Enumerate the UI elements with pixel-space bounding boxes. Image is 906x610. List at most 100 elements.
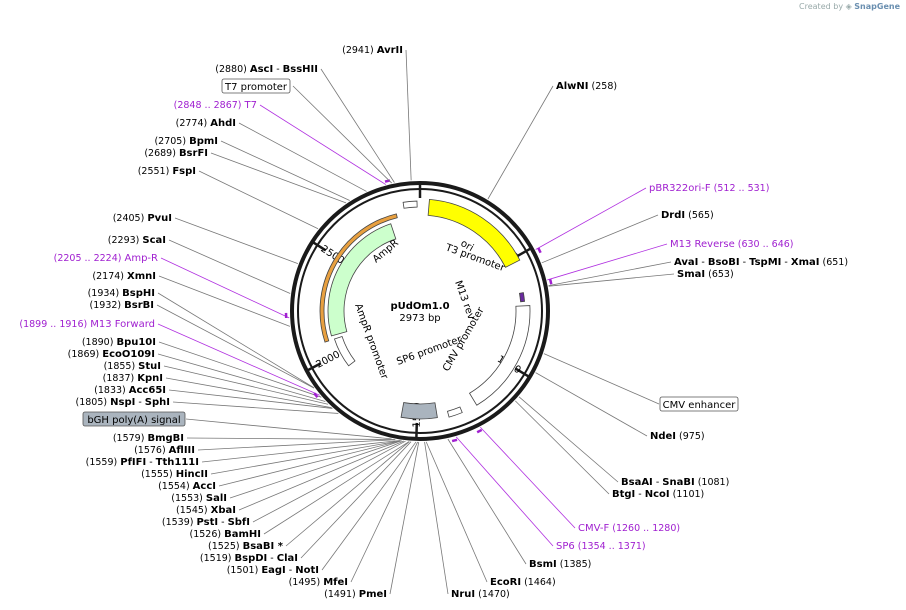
primer-label: SP6 (1354 .. 1371) bbox=[556, 541, 646, 552]
site-label: (2705) BpmI bbox=[154, 136, 218, 147]
site-label: (1833) Acc65I bbox=[94, 385, 166, 396]
ampr-outline-arc bbox=[319, 213, 398, 343]
site-label: (1554) AccI bbox=[158, 481, 216, 492]
credit-brand: SnapGene bbox=[854, 2, 900, 11]
lead-line bbox=[160, 257, 290, 319]
lead-line bbox=[174, 217, 299, 264]
cmv-enhancer-box bbox=[659, 396, 739, 412]
tick-mark bbox=[311, 240, 327, 252]
snapgene-credit: Created by ◈ SnapGene bbox=[799, 2, 900, 11]
site-label: (1525) BsaBI * bbox=[208, 541, 284, 552]
lead-line bbox=[350, 441, 419, 583]
lead-line bbox=[515, 400, 610, 495]
lead-line bbox=[165, 377, 332, 409]
m13rev-mark bbox=[518, 292, 525, 303]
site-label: (1890) Bpu10I bbox=[82, 337, 156, 348]
primer-mark bbox=[537, 247, 542, 254]
lead-line bbox=[259, 104, 387, 185]
lead-line bbox=[425, 441, 488, 583]
lead-line bbox=[543, 353, 660, 405]
ori-arrow bbox=[427, 198, 521, 268]
site-label: (1555) HincII bbox=[141, 469, 208, 480]
lead-line bbox=[172, 401, 339, 414]
primer-mark bbox=[476, 428, 483, 434]
ampr-arrow bbox=[327, 223, 397, 337]
lead-line bbox=[157, 323, 320, 396]
bgh-polya-arc bbox=[400, 402, 438, 420]
site-label: NruI (1470) bbox=[451, 589, 510, 600]
plasmid-size: 2973 bp bbox=[399, 313, 440, 324]
site-label: (1553) SalI bbox=[171, 493, 227, 504]
lead-line bbox=[157, 353, 326, 402]
primer-label: (2205 .. 2224) Amp-R bbox=[54, 253, 158, 264]
site-label: (1501) EagI - NotI bbox=[227, 565, 319, 576]
lead-line bbox=[300, 441, 412, 559]
lead-line bbox=[320, 68, 395, 183]
feature-arrows bbox=[319, 198, 531, 420]
site-label: (2941) AvrII bbox=[342, 45, 403, 56]
lead-line bbox=[186, 437, 395, 440]
lead-line bbox=[321, 441, 417, 571]
primer-label: CMV-F (1260 .. 1280) bbox=[578, 523, 680, 534]
site-label: EcoRI (1464) bbox=[490, 577, 556, 588]
lead-line bbox=[158, 341, 322, 398]
site-label: (1934) BspHI bbox=[88, 288, 155, 299]
primer-mark bbox=[313, 392, 319, 399]
lead-line bbox=[389, 441, 420, 595]
site-labels: (2941) AvrII(2880) AscI - BssHII(2774) A… bbox=[19, 45, 848, 600]
site-label: (1519) BspDI - ClaI bbox=[200, 553, 298, 564]
site-label: (1869) EcoO109I bbox=[68, 349, 155, 360]
ampr-promoter-arrow bbox=[333, 336, 356, 367]
credit-prefix: Created by bbox=[799, 2, 844, 11]
primer-label: pBR322ori-F (512 .. 531) bbox=[649, 183, 769, 194]
primer-label: M13 Reverse (630 .. 646) bbox=[670, 239, 794, 250]
lead-line bbox=[210, 152, 347, 204]
site-label: (2774) AhdI bbox=[176, 118, 236, 129]
t7-promoter-label: T7 promoter bbox=[224, 82, 288, 93]
lead-line bbox=[201, 440, 401, 463]
bgh-box bbox=[82, 411, 186, 427]
site-label: (2174) XmnI bbox=[92, 271, 156, 282]
snapgene-logo-icon: ◈ bbox=[845, 2, 852, 11]
lead-line bbox=[238, 440, 404, 511]
site-label: (1855) StuI bbox=[104, 361, 161, 372]
cmv-enhancer-label: CMV enhancer bbox=[663, 400, 737, 411]
tick-mark bbox=[516, 246, 533, 258]
lead-line bbox=[198, 170, 319, 230]
site-label: (1576) AflIII bbox=[134, 445, 195, 456]
lead-line bbox=[548, 261, 672, 287]
lead-line bbox=[157, 292, 314, 388]
lead-line bbox=[535, 187, 647, 250]
site-label: BsmI (1385) bbox=[529, 559, 591, 570]
site-label: (1526) BamHI bbox=[190, 529, 262, 540]
lead-line bbox=[158, 275, 291, 327]
lead-line bbox=[535, 372, 648, 437]
lead-line bbox=[447, 438, 527, 565]
lead-line bbox=[238, 122, 367, 192]
site-label: (1579) BmgBI bbox=[113, 433, 184, 444]
sp6-promoter-mark bbox=[446, 406, 463, 418]
plasmid-name: pUdOm1.0 bbox=[390, 301, 449, 312]
lead-line bbox=[405, 49, 412, 181]
lead-line bbox=[252, 440, 406, 523]
primer-label: (2848 .. 2867) T7 bbox=[174, 100, 257, 111]
site-label: (1495) MfeI bbox=[289, 577, 348, 588]
lead-line bbox=[197, 439, 396, 451]
tick-mark bbox=[515, 367, 531, 379]
lead-line bbox=[163, 365, 329, 405]
site-label: (2293) ScaI bbox=[108, 235, 166, 246]
site-label: (1932) BsrBI bbox=[90, 300, 154, 311]
t7-promoter-mark bbox=[402, 200, 418, 209]
cmv-promoter-arrow bbox=[468, 305, 531, 406]
site-label: (2689) BsrFI bbox=[144, 148, 208, 159]
t7-promoter-box bbox=[221, 78, 291, 94]
site-label: (1545) XbaI bbox=[176, 505, 236, 516]
site-label: NdeI (975) bbox=[650, 431, 705, 442]
lead-line bbox=[292, 85, 392, 184]
site-label: (1491) PmeI bbox=[324, 589, 387, 600]
site-label: AvaI - BsoBI - TspMI - XmaI (651) bbox=[674, 257, 848, 268]
lead-line bbox=[480, 427, 576, 529]
lead-line bbox=[156, 304, 315, 389]
bgh-label: bGH poly(A) signal bbox=[87, 415, 180, 426]
